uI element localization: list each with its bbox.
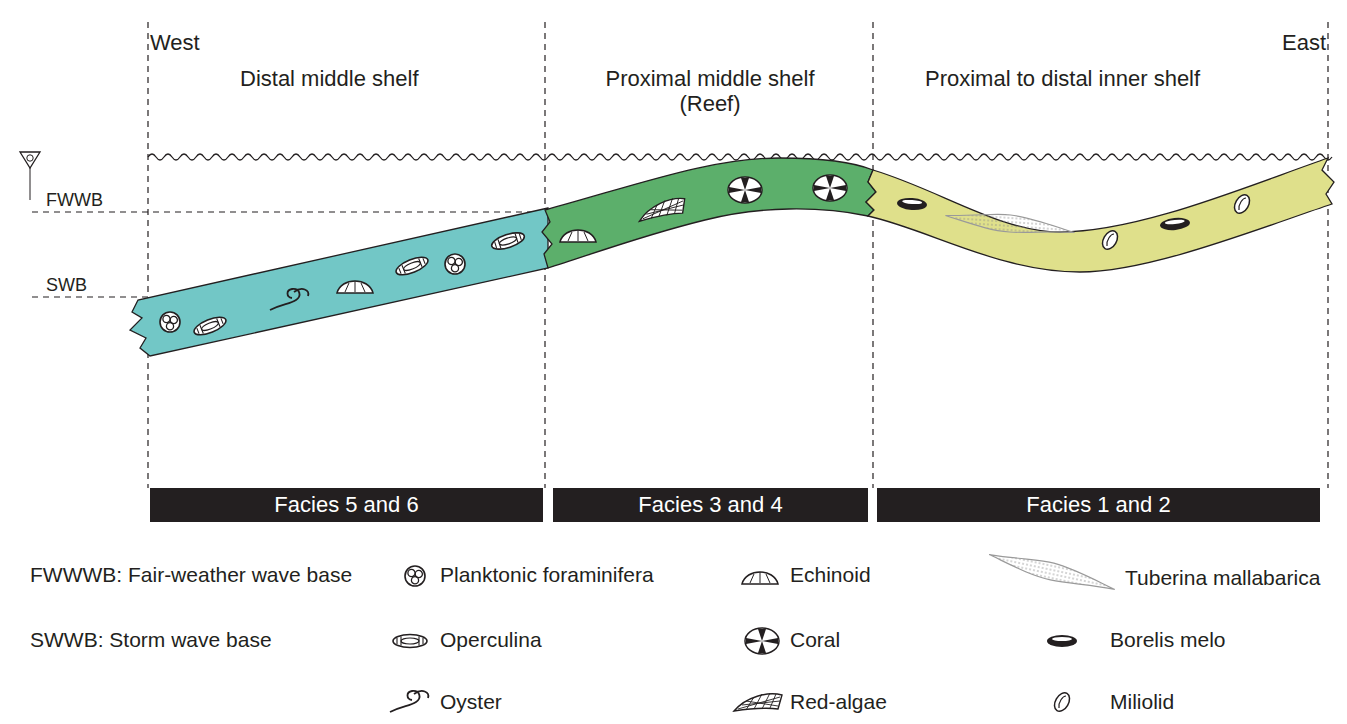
wave-base-label: SWB: [46, 275, 87, 296]
distal-middle-shelf-band: [130, 208, 548, 356]
wave-base-label: FWWB: [46, 190, 103, 211]
facies-bar: Facies 3 and 4: [553, 488, 868, 522]
legend-text: Operculina: [440, 628, 542, 652]
facies-label: Facies 3 and 4: [638, 492, 782, 518]
facies-label: Facies 5 and 6: [274, 492, 418, 518]
abbreviation-note: FWWWB: Fair-weather wave base: [30, 563, 352, 587]
direction-label: West: [150, 30, 200, 55]
abbreviation-note: SWWB: Storm wave base: [30, 628, 272, 652]
zone-heading: Proximal to distal inner shelf: [925, 66, 1200, 91]
legend-text: Red-algae: [790, 690, 887, 714]
legend-text: Miliolid: [1110, 690, 1174, 714]
zone-heading: Distal middle shelf: [240, 66, 419, 91]
direction-label: East: [1282, 30, 1326, 55]
legend-text: Tuberina mallabarica: [1125, 566, 1320, 590]
water-level-symbol: [20, 152, 40, 200]
legend-symbol: [972, 542, 1132, 602]
legend-text: Borelis melo: [1110, 628, 1226, 652]
reef-band: [542, 158, 876, 268]
zone-heading: Proximal middle shelf (Reef): [578, 66, 842, 117]
facies-bar: Facies 1 and 2: [877, 488, 1320, 522]
legend-text: Coral: [790, 628, 840, 652]
inner-shelf-band: [866, 158, 1334, 272]
legend-text: Echinoid: [790, 563, 871, 587]
legend-text: Oyster: [440, 690, 502, 714]
facies-bar: Facies 5 and 6: [150, 488, 543, 522]
facies-label: Facies 1 and 2: [1026, 492, 1170, 518]
legend-text: Planktonic foraminifera: [440, 563, 654, 587]
